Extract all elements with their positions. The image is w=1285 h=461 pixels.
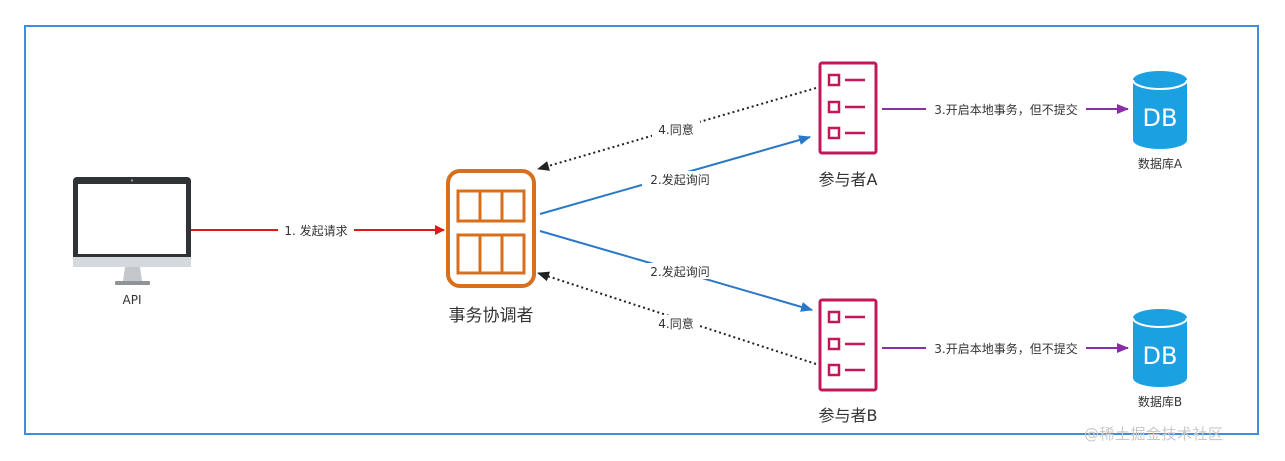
local-b-edge-label: 3.开启本地事务，但不提交 [934, 341, 1077, 356]
agree-b-edge-label: 4.同意 [658, 316, 693, 331]
participant-list-icon [818, 298, 878, 392]
local-a-edge-label: 3.开启本地事务，但不提交 [934, 102, 1077, 117]
participant-b-label: 参与者B [819, 406, 878, 425]
agree-a-edge [537, 87, 817, 171]
local-a-label-bg [926, 101, 1086, 117]
query-b-label-bg [642, 263, 718, 279]
computer-monitor-icon [73, 177, 191, 285]
coordinator-grid-icon [446, 169, 536, 288]
query-b-edge-label: 2.发起询问 [650, 264, 709, 279]
diagram-frame [24, 25, 1259, 435]
query-a-edge-label: 2.发起询问 [650, 172, 709, 187]
participant-a-label: 参与者A [819, 170, 878, 189]
participant-list-icon [818, 61, 878, 155]
database-icon: DB [1132, 309, 1188, 387]
database-icon: DB [1132, 71, 1188, 149]
query-a-label-bg [642, 171, 718, 187]
agree-b-label-bg [652, 315, 700, 331]
request-edge-label: 1. 发起请求 [284, 223, 347, 238]
db-a-label: 数据库A [1138, 156, 1183, 171]
local-b-label-bg [926, 340, 1086, 356]
agree-a-edge-label: 4.同意 [658, 122, 693, 137]
agree-a-label-bg [652, 121, 700, 137]
db-a-icon-text: DB [1143, 104, 1178, 132]
request-label-bg [278, 222, 354, 238]
coordinator-label: 事务协调者 [449, 306, 534, 326]
db-b-label: 数据库B [1138, 394, 1182, 409]
db-b-icon-text: DB [1143, 342, 1178, 370]
api-label: API [123, 293, 142, 307]
watermark: @稀土掘金技术社区 [1084, 425, 1224, 443]
